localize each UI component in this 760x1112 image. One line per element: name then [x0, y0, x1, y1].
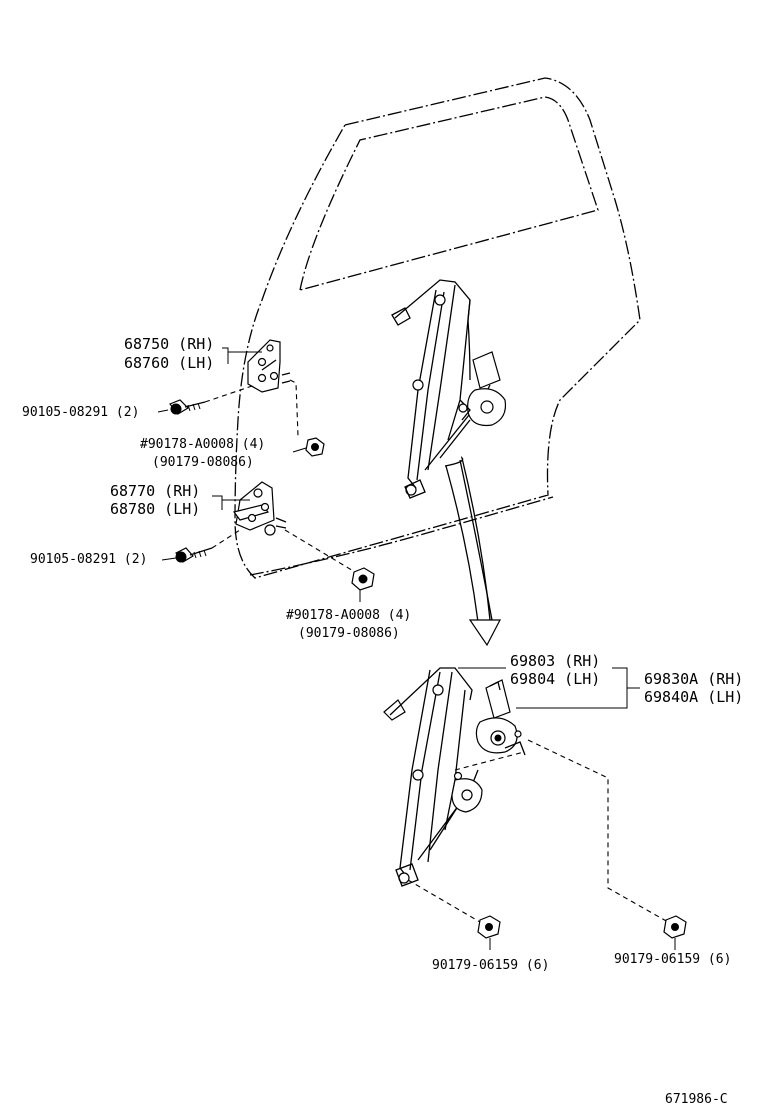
door-outline	[234, 77, 641, 579]
label-nut-lower-a: #90178-A0008 (4)	[286, 608, 411, 623]
label-nut-bottom-left: 90179-06159 (6)	[432, 958, 549, 973]
label-nut-upper-b: (90179-08086)	[152, 455, 254, 470]
upper-bolt-drawing	[169, 384, 256, 415]
label-leaders	[157, 347, 676, 950]
illustration-number: 671986-C	[665, 1092, 728, 1107]
label-bolt-upper: 90105-08291 (2)	[22, 405, 139, 420]
label-68770: 68770 (RH)	[110, 482, 200, 500]
bottom-nut-right-drawing	[663, 915, 687, 939]
lower-hinge-drawing	[232, 481, 287, 536]
label-nut-lower-b: (90179-08086)	[298, 626, 400, 641]
label-bolt-lower: 90105-08291 (2)	[30, 552, 147, 567]
label-68760: 68760 (LH)	[124, 354, 214, 372]
regulator-assembly-drawing	[383, 667, 526, 887]
label-69804: 69804 (LH)	[510, 670, 600, 688]
label-nut-bottom-right: 90179-06159 (6)	[614, 952, 731, 967]
label-68750: 68750 (RH)	[124, 335, 214, 353]
lower-bolt-drawing	[175, 529, 241, 563]
bottom-nut-leaders	[407, 739, 669, 923]
upper-hinge-drawing	[247, 339, 291, 393]
bottom-nut-left-drawing	[477, 915, 501, 939]
label-68780: 68780 (LH)	[110, 500, 200, 518]
label-69830a: 69830A (RH)	[644, 670, 743, 688]
lower-nut-drawing	[284, 529, 375, 591]
label-69840a: 69840A (LH)	[644, 688, 743, 706]
label-69803: 69803 (RH)	[510, 652, 600, 670]
regulator-in-door-drawing	[391, 279, 507, 499]
upper-nut-drawing	[289, 379, 325, 457]
transition-arrow	[444, 455, 501, 647]
label-nut-upper-a: #90178-A0008 (4)	[140, 437, 265, 452]
